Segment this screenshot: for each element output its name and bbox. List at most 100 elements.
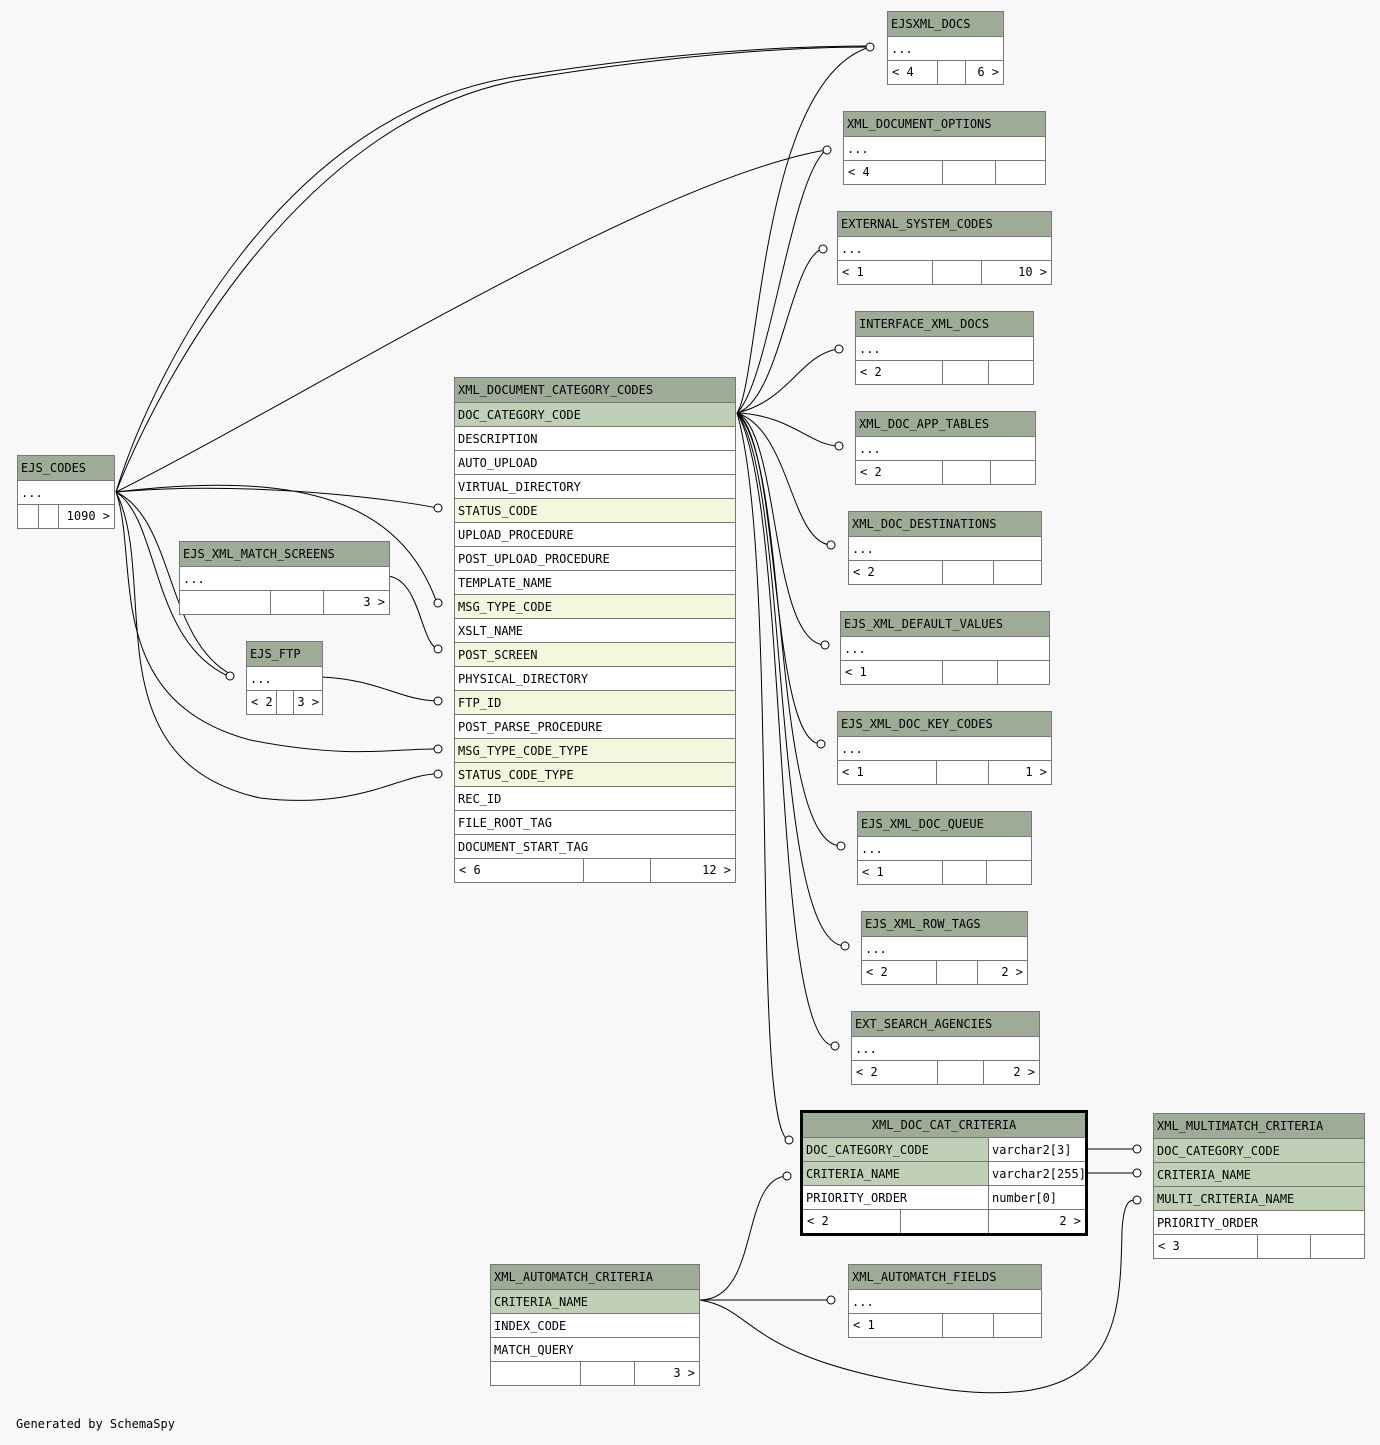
table-xml-doc-destinations[interactable]: XML_DOC_DESTINATIONS ... < 2 (848, 511, 1042, 585)
table-footer: < 2 (849, 560, 1041, 584)
rel-automatch-cat-criteria (699, 1175, 787, 1301)
table-ejs-xml-doc-key-codes[interactable]: EJS_XML_DOC_KEY_CODES ... < 1 1 > (837, 711, 1052, 785)
table-title: EJS_FTP (247, 642, 322, 666)
rel-category-ext-search-agencies (736, 412, 835, 1047)
table-title: XML_DOCUMENT_OPTIONS (844, 112, 1045, 136)
column-match-query: MATCH_QUERY (491, 1337, 699, 1361)
column-row: ... (858, 836, 1031, 860)
table-title: INTERFACE_XML_DOCS (856, 312, 1033, 336)
column-upload-procedure: UPLOAD_PROCEDURE (455, 522, 735, 546)
rel-ejs-codes-xml-document-options (115, 149, 827, 493)
table-footer: < 2 2 > (862, 960, 1027, 984)
column-doc-category-code: DOC_CATEGORY_CODE (455, 402, 735, 426)
table-xml-automatch-criteria[interactable]: XML_AUTOMATCH_CRITERIA CRITERIA_NAME IND… (490, 1264, 700, 1386)
column-row: ... (18, 480, 114, 504)
column-row: ... (862, 936, 1027, 960)
column-row: ... (888, 36, 1003, 60)
table-footer: < 1 (849, 1313, 1041, 1337)
table-title: EJS_XML_DOC_KEY_CODES (838, 712, 1051, 736)
column-rec-id: REC_ID (455, 786, 735, 810)
table-title: EJS_XML_MATCH_SCREENS (180, 542, 389, 566)
table-footer: < 4 6 > (888, 60, 1003, 84)
table-ext-search-agencies[interactable]: EXT_SEARCH_AGENCIES ... < 2 2 > (851, 1011, 1040, 1085)
rel-category-interface-xml-docs (736, 348, 839, 414)
rel-category-xml-doc-cat-criteria (736, 412, 789, 1141)
table-xml-document-category-codes[interactable]: XML_DOCUMENT_CATEGORY_CODES DOC_CATEGORY… (454, 377, 736, 883)
rel-ejs-codes-ejsxml-docs (115, 46, 871, 493)
table-ejs-xml-default-values[interactable]: EJS_XML_DEFAULT_VALUES ... < 1 (840, 611, 1050, 685)
column-status-code: STATUS_CODE (455, 498, 735, 522)
table-ejs-codes[interactable]: EJS_CODES ... 1090 > (17, 455, 115, 529)
column-criteria-name: CRITERIA_NAME varchar2[255] (803, 1161, 1085, 1185)
table-xml-automatch-fields[interactable]: XML_AUTOMATCH_FIELDS ... < 1 (848, 1264, 1042, 1338)
column-row: ... (844, 136, 1045, 160)
column-doc-category-code: DOC_CATEGORY_CODE (1154, 1138, 1364, 1162)
table-footer: < 1 1 > (838, 760, 1051, 784)
column-row: ... (180, 566, 389, 590)
table-title: EXT_SEARCH_AGENCIES (852, 1012, 1039, 1036)
table-interface-xml-docs[interactable]: INTERFACE_XML_DOCS ... < 2 (855, 311, 1034, 385)
table-title: EXTERNAL_SYSTEM_CODES (838, 212, 1051, 236)
rel-category-external-system-codes (736, 248, 823, 414)
column-row: ... (838, 236, 1051, 260)
rel-category-xml-doc-app-tables (736, 412, 839, 447)
table-footer: < 2 2 > (852, 1060, 1039, 1084)
column-row: ... (856, 436, 1035, 460)
column-row: ... (852, 1036, 1039, 1060)
column-criteria-name: CRITERIA_NAME (1154, 1162, 1364, 1186)
column-doc-category-code: DOC_CATEGORY_CODE varchar2[3] (803, 1137, 1085, 1161)
column-row: ... (849, 536, 1041, 560)
column-row: ... (856, 336, 1033, 360)
rel-category-xml-doc-destinations (736, 412, 831, 546)
table-title: EJS_XML_ROW_TAGS (862, 912, 1027, 936)
rel-ejs-codes-ejsxml-docs-b (115, 45, 871, 493)
table-footer: < 1 (858, 860, 1031, 884)
column-status-code-type: STATUS_CODE_TYPE (455, 762, 735, 786)
rel-ejs-codes-msg-type-code (115, 484, 438, 604)
rel-ejs-codes-msg-type-code-type (115, 491, 438, 753)
column-priority-order: PRIORITY_ORDER (1154, 1210, 1364, 1234)
table-title: XML_DOC_DESTINATIONS (849, 512, 1041, 536)
table-title: EJS_CODES (18, 456, 114, 480)
rel-ejs-codes-ejs-ftp (115, 491, 229, 677)
table-ejs-ftp[interactable]: EJS_FTP ... < 2 3 > (246, 641, 323, 715)
table-ejsxml-docs[interactable]: EJSXML_DOCS ... < 4 6 > (887, 11, 1004, 85)
rel-category-ejsxml-docs (736, 46, 871, 414)
rel-ejs-codes-status-code-type (115, 491, 438, 801)
column-template-name: TEMPLATE_NAME (455, 570, 735, 594)
table-footer: < 1 10 > (838, 260, 1051, 284)
table-xml-document-options[interactable]: XML_DOCUMENT_OPTIONS ... < 4 (843, 111, 1046, 185)
table-title: XML_DOC_APP_TABLES (856, 412, 1035, 436)
table-title: XML_AUTOMATCH_FIELDS (849, 1265, 1041, 1289)
rel-ejs-codes-ejs-ftp-b (115, 491, 233, 676)
table-ejs-xml-row-tags[interactable]: EJS_XML_ROW_TAGS ... < 2 2 > (861, 911, 1028, 985)
table-xml-doc-app-tables[interactable]: XML_DOC_APP_TABLES ... < 2 (855, 411, 1036, 485)
table-footer: 3 > (491, 1361, 699, 1385)
column-criteria-name: CRITERIA_NAME (491, 1289, 699, 1313)
table-xml-doc-cat-criteria[interactable]: XML_DOC_CAT_CRITERIA DOC_CATEGORY_CODE v… (800, 1110, 1088, 1236)
rel-match-screens-post-screen (387, 575, 438, 650)
rel-category-ejs-xml-row-tags (736, 412, 845, 947)
table-ejs-xml-match-screens[interactable]: EJS_XML_MATCH_SCREENS ... 3 > (179, 541, 390, 615)
table-footer: < 3 (1154, 1234, 1364, 1258)
table-footer: 3 > (180, 590, 389, 614)
table-xml-multimatch-criteria[interactable]: XML_MULTIMATCH_CRITERIA DOC_CATEGORY_COD… (1153, 1113, 1365, 1259)
table-title: XML_AUTOMATCH_CRITERIA (491, 1265, 699, 1289)
column-auto-upload: AUTO_UPLOAD (455, 450, 735, 474)
table-title: EJSXML_DOCS (888, 12, 1003, 36)
column-index-code: INDEX_CODE (491, 1313, 699, 1337)
table-external-system-codes[interactable]: EXTERNAL_SYSTEM_CODES ... < 1 10 > (837, 211, 1052, 285)
table-footer: < 6 12 > (455, 858, 735, 882)
table-footer: < 2 3 > (247, 690, 322, 714)
column-priority-order: PRIORITY_ORDER number[0] (803, 1185, 1085, 1209)
table-ejs-xml-doc-queue[interactable]: EJS_XML_DOC_QUEUE ... < 1 (857, 811, 1032, 885)
column-row: ... (247, 666, 322, 690)
rel-category-ejs-xml-default-values (736, 412, 825, 646)
column-msg-type-code: MSG_TYPE_CODE (455, 594, 735, 618)
column-msg-type-code-type: MSG_TYPE_CODE_TYPE (455, 738, 735, 762)
column-post-upload-procedure: POST_UPLOAD_PROCEDURE (455, 546, 735, 570)
column-xslt-name: XSLT_NAME (455, 618, 735, 642)
column-multi-criteria-name: MULTI_CRITERIA_NAME (1154, 1186, 1364, 1210)
table-title: XML_DOCUMENT_CATEGORY_CODES (455, 378, 735, 402)
